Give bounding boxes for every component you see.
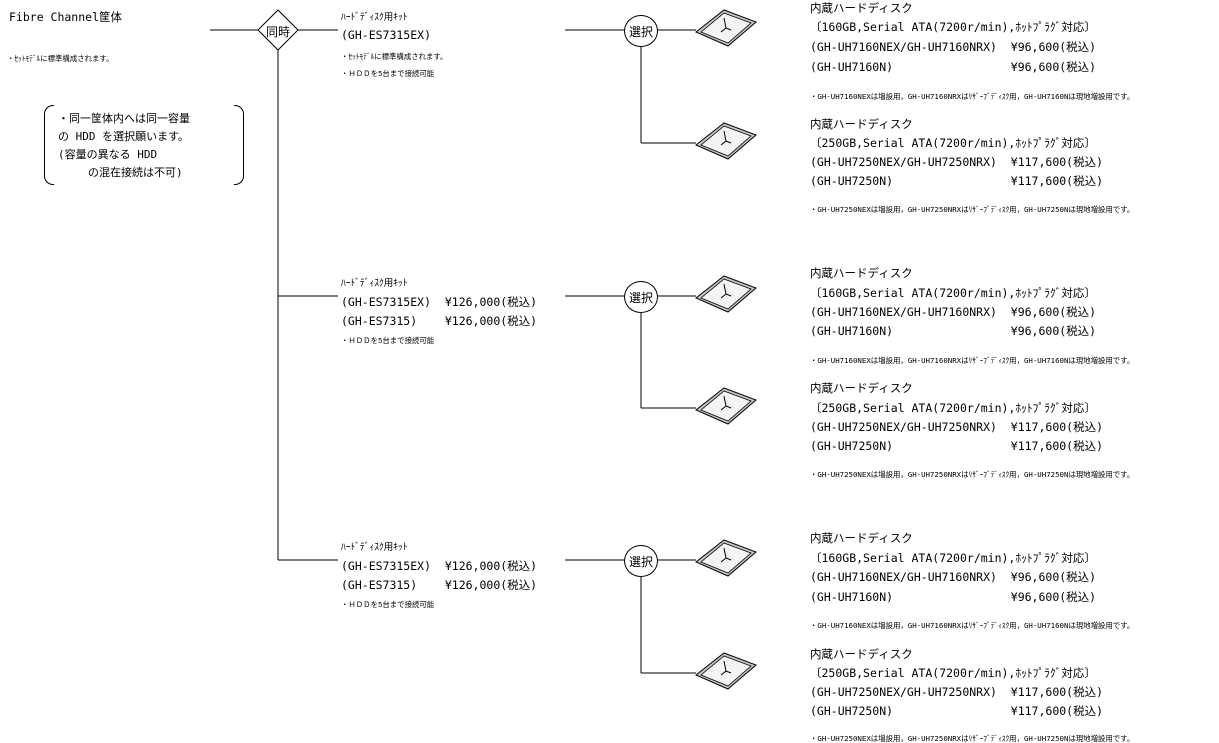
disk-note: ・GH-UH7160NEXは増設用，GH-UH7160NRXはﾘｻﾞｰﾌﾞﾃﾞｨ… [810, 621, 1135, 630]
chassis-title: Fibre Channel筐体 [9, 10, 123, 24]
note-line-2: の HDD を選択願います。 [58, 130, 190, 143]
disk-price-row: (GH-UH7250N) ¥117,600(税込) [810, 704, 1104, 718]
disk-spec: 〔250GB,Serial ATA(7200r/min),ﾎｯﾄﾌﾟﾗｸﾞ対応〕 [810, 666, 1096, 680]
hard-disk-icon [695, 275, 757, 313]
select-bubble: 選択 [624, 15, 658, 47]
simultaneous-diamond-label: 同時 [266, 25, 291, 39]
disk-spec: 〔160GB,Serial ATA(7200r/min),ﾎｯﾄﾌﾟﾗｸﾞ対応〕 [810, 286, 1096, 300]
disk-spec: 〔160GB,Serial ATA(7200r/min),ﾎｯﾄﾌﾟﾗｸﾞ対応〕 [810, 551, 1096, 565]
disk-note: ・GH-UH7160NEXは増設用，GH-UH7160NRXはﾘｻﾞｰﾌﾞﾃﾞｨ… [810, 356, 1135, 365]
disk-title: 内蔵ハードディスク [810, 266, 913, 280]
kit-title: ﾊｰﾄﾞﾃﾞｨｽｸ用ｷｯﾄ [341, 542, 408, 553]
disk-price-row: (GH-UH7160N) ¥96,600(税込) [810, 590, 1097, 604]
disk-price-row: (GH-UH7160NEX/GH-UH7160NRX) ¥96,600(税込) [810, 570, 1097, 584]
select-bubble: 選択 [624, 545, 658, 577]
select-bubble: 選択 [624, 281, 658, 313]
note-line-4: の混在接続は不可) [88, 166, 183, 179]
disk-price-row: (GH-UH7160N) ¥96,600(税込) [810, 60, 1097, 74]
disk-price-row: (GH-UH7250NEX/GH-UH7250NRX) ¥117,600(税込) [810, 685, 1104, 699]
kit-line: ・ＨＤＤを5台まで接続可能 [341, 69, 435, 78]
bracket-right [234, 105, 244, 185]
hard-disk-icon [695, 387, 757, 425]
hard-disk-icon [695, 652, 757, 690]
disk-note: ・GH-UH7250NEXは増設用，GH-UH7250NRXはﾘｻﾞｰﾌﾞﾃﾞｨ… [810, 470, 1135, 479]
disk-note: ・GH-UH7250NEXは増設用，GH-UH7250NRXはﾘｻﾞｰﾌﾞﾃﾞｨ… [810, 734, 1135, 743]
note-line-1: ・同一筐体内へは同一容量 [58, 112, 190, 125]
hard-disk-icon [695, 9, 757, 47]
disk-price-row: (GH-UH7160N) ¥96,600(税込) [810, 324, 1097, 338]
kit-line: (GH-ES7315EX) [341, 28, 432, 42]
hard-disk-icon [695, 539, 757, 577]
kit-line: (GH-ES7315) ¥126,000(税込) [341, 314, 538, 328]
disk-price-row: (GH-UH7250NEX/GH-UH7250NRX) ¥117,600(税込) [810, 420, 1104, 434]
disk-note: ・GH-UH7160NEXは増設用，GH-UH7160NRXはﾘｻﾞｰﾌﾞﾃﾞｨ… [810, 92, 1135, 101]
kit-line: (GH-ES7315EX) ¥126,000(税込) [341, 559, 538, 573]
kit-line: ・ｾｯﾄﾓﾃﾞﾙに標準構成されます。 [341, 52, 448, 61]
disk-price-row: (GH-UH7160NEX/GH-UH7160NRX) ¥96,600(税込) [810, 40, 1097, 54]
disk-title: 内蔵ハードディスク [810, 1, 913, 15]
bracket-left [44, 105, 54, 185]
disk-title: 内蔵ハードディスク [810, 531, 913, 545]
note-line-3: (容量の異なる HDD [58, 148, 158, 161]
hard-disk-icon [695, 122, 757, 160]
disk-spec: 〔250GB,Serial ATA(7200r/min),ﾎｯﾄﾌﾟﾗｸﾞ対応〕 [810, 136, 1096, 150]
chassis-subtitle: ・ｾｯﾄﾓﾃﾞﾙに標準構成されます。 [7, 54, 114, 63]
kit-line: ・ＨＤＤを5台まで接続可能 [341, 600, 435, 609]
disk-title: 内蔵ハードディスク [810, 117, 913, 131]
kit-line: (GH-ES7315) ¥126,000(税込) [341, 578, 538, 592]
kit-line: (GH-ES7315EX) ¥126,000(税込) [341, 295, 538, 309]
disk-title: 内蔵ハードディスク [810, 381, 913, 395]
kit-title: ﾊｰﾄﾞﾃﾞｨｽｸ用ｷｯﾄ [341, 278, 408, 289]
kit-title: ﾊｰﾄﾞﾃﾞｨｽｸ用ｷｯﾄ [341, 12, 408, 23]
disk-price-row: (GH-UH7250N) ¥117,600(税込) [810, 174, 1104, 188]
disk-note: ・GH-UH7250NEXは増設用，GH-UH7250NRXはﾘｻﾞｰﾌﾞﾃﾞｨ… [810, 205, 1135, 214]
disk-spec: 〔160GB,Serial ATA(7200r/min),ﾎｯﾄﾌﾟﾗｸﾞ対応〕 [810, 20, 1096, 34]
capacity-note: ・同一筐体内へは同一容量 の HDD を選択願います。 (容量の異なる HDD … [44, 105, 244, 185]
disk-price-row: (GH-UH7250N) ¥117,600(税込) [810, 439, 1104, 453]
kit-line: ・ＨＤＤを5台まで接続可能 [341, 336, 435, 345]
disk-spec: 〔250GB,Serial ATA(7200r/min),ﾎｯﾄﾌﾟﾗｸﾞ対応〕 [810, 401, 1096, 415]
disk-title: 内蔵ハードディスク [810, 647, 913, 661]
disk-price-row: (GH-UH7160NEX/GH-UH7160NRX) ¥96,600(税込) [810, 305, 1097, 319]
disk-price-row: (GH-UH7250NEX/GH-UH7250NRX) ¥117,600(税込) [810, 155, 1104, 169]
